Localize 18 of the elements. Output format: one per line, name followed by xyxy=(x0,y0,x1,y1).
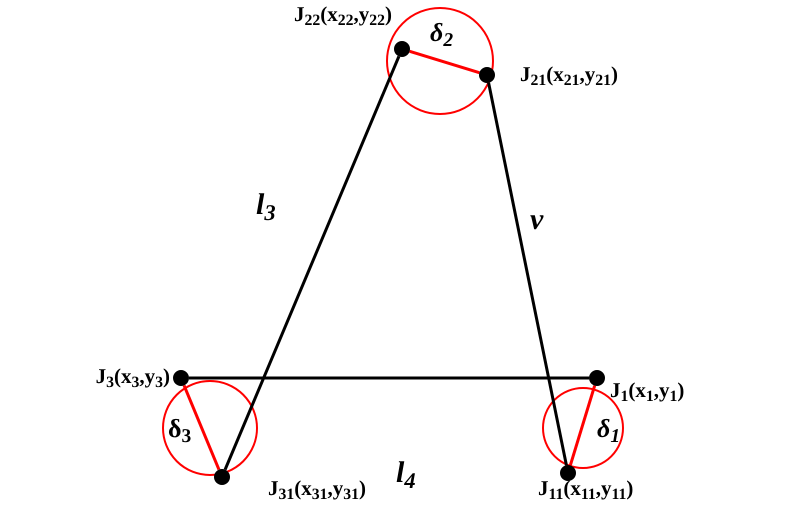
connector-line xyxy=(487,82,568,466)
joint-label: J$_{22}$(x$_{22}$,y$_{22}$) xyxy=(294,4,392,25)
connector-line xyxy=(409,50,480,74)
delta-label: δ$_{2}$ xyxy=(430,20,454,46)
connector-line xyxy=(568,385,596,466)
joint-label: J$_{11}$(x$_{11}$,y$_{11}$) xyxy=(538,478,634,499)
delta-label: δ$_{1}$ xyxy=(597,416,620,442)
connector-line xyxy=(182,384,220,470)
joint-label: J$_{21}$(x$_{21}$,y$_{21}$) xyxy=(520,64,618,85)
connector-line xyxy=(189,376,589,380)
edge-label: v xyxy=(530,205,544,235)
edge-label: l$_{3}$ xyxy=(256,190,276,220)
joint-label: J$_{31}$(x$_{31}$,y$_{31}$) xyxy=(268,478,366,499)
delta-label: δ$_{3}$ xyxy=(168,416,192,442)
joint-label: J$_{1}$(x$_{1}$,y$_{1}$) xyxy=(610,380,684,401)
joint-label: J$_{3}$(x$_{3}$,y$_{3}$) xyxy=(96,366,170,387)
edge-label: l$_{4}$ xyxy=(396,458,416,488)
connector-line xyxy=(224,56,400,470)
